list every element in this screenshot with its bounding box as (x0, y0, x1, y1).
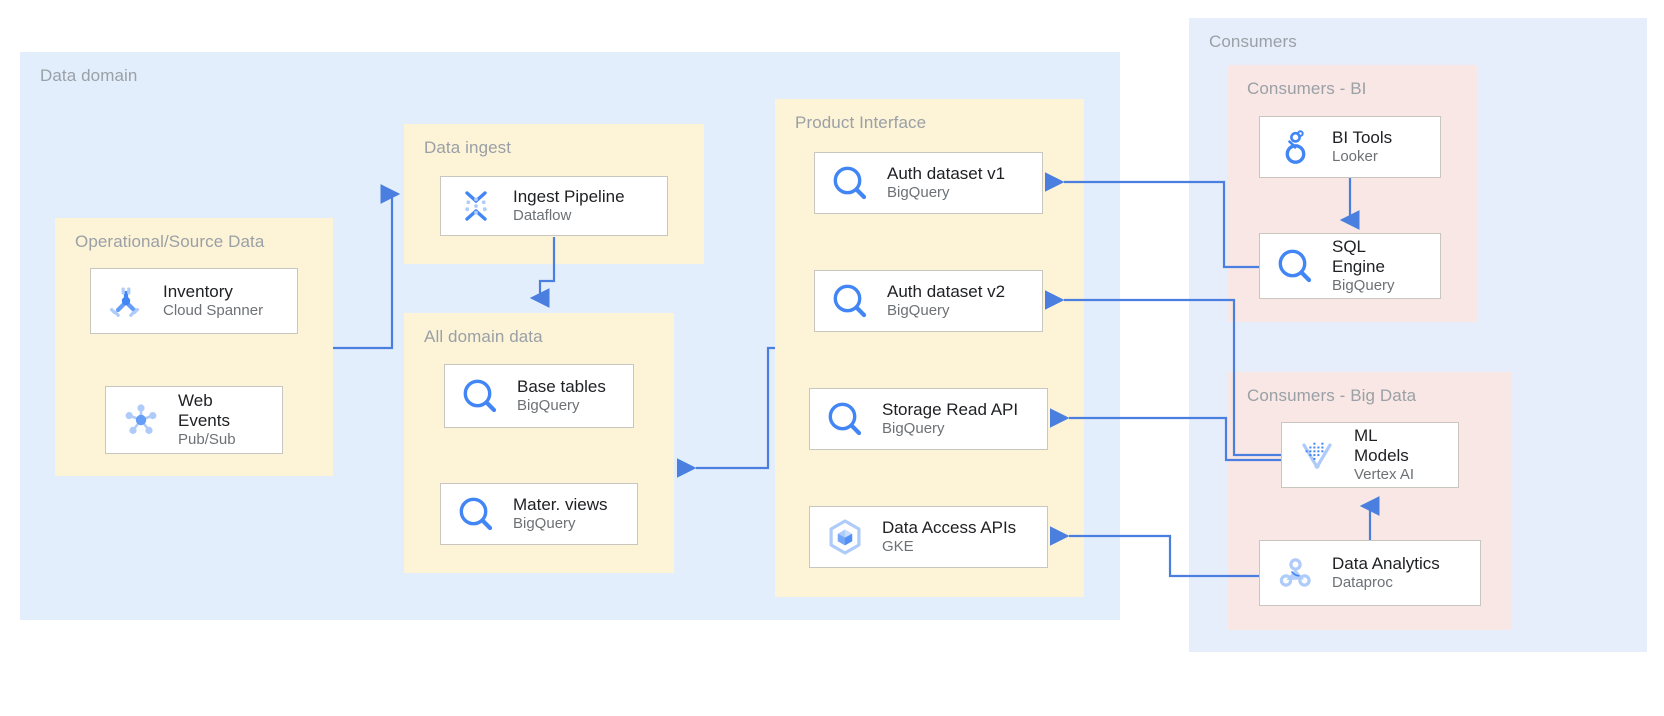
node-data-access-apis-sub: GKE (882, 538, 914, 556)
group-product-interface-label: Product Interface (795, 113, 927, 132)
vertex-ai-icon (1294, 432, 1340, 478)
node-storage-read-api-title: Storage Read API (882, 400, 1019, 420)
node-sql-engine[interactable]: SQL Engine BigQuery (1259, 233, 1441, 299)
node-ingest-pipeline-title: Ingest Pipeline (513, 187, 625, 207)
node-mater-views-sub: BigQuery (513, 515, 576, 533)
looker-icon (1272, 124, 1318, 170)
node-auth-dataset-v1[interactable]: Auth dataset v1 BigQuery (814, 152, 1043, 214)
dataflow-icon (453, 183, 499, 229)
node-data-access-apis-title: Data Access APIs (882, 518, 1017, 538)
node-inventory-title: Inventory (163, 282, 233, 302)
group-data-ingest-label: Data ingest (424, 138, 512, 157)
node-ingest-pipeline-sub: Dataflow (513, 207, 572, 225)
node-sql-engine-sub: BigQuery (1332, 277, 1395, 295)
node-base-tables-title: Base tables (517, 377, 606, 397)
node-storage-read-api[interactable]: Storage Read API BigQuery (809, 388, 1048, 450)
node-storage-read-api-sub: BigQuery (882, 420, 945, 438)
node-web-events-sub: Pub/Sub (178, 431, 236, 449)
group-consumers-bi-label: Consumers - BI (1247, 79, 1367, 98)
dataproc-icon (1272, 550, 1318, 596)
node-data-analytics[interactable]: Data Analytics Dataproc (1259, 540, 1481, 606)
node-web-events-title: Web Events (178, 391, 230, 431)
bigquery-icon (453, 491, 499, 537)
group-all-domain-data-label: All domain data (424, 327, 543, 346)
node-auth-dataset-v1-title: Auth dataset v1 (887, 164, 1006, 184)
node-ml-models-sub: Vertex AI (1354, 466, 1415, 484)
bigquery-icon (827, 160, 873, 206)
node-data-access-apis[interactable]: Data Access APIs GKE (809, 506, 1048, 568)
node-auth-dataset-v2[interactable]: Auth dataset v2 BigQuery (814, 270, 1043, 332)
node-ml-models-title: ML Models (1354, 426, 1409, 466)
cloud-spanner-icon (103, 278, 149, 324)
node-web-events[interactable]: Web Events Pub/Sub (105, 386, 283, 454)
node-bi-tools-title: BI Tools (1332, 128, 1393, 148)
node-base-tables[interactable]: Base tables BigQuery (444, 364, 634, 428)
bigquery-icon (822, 396, 868, 442)
node-auth-dataset-v2-title: Auth dataset v2 (887, 282, 1006, 302)
node-data-analytics-title: Data Analytics (1332, 554, 1440, 574)
node-mater-views[interactable]: Mater. views BigQuery (440, 483, 638, 545)
node-base-tables-sub: BigQuery (517, 397, 580, 415)
node-ingest-pipeline[interactable]: Ingest Pipeline Dataflow (440, 176, 668, 236)
bigquery-icon (1272, 243, 1318, 289)
node-bi-tools-sub: Looker (1332, 148, 1378, 166)
bigquery-icon (827, 278, 873, 324)
node-inventory[interactable]: Inventory Cloud Spanner (90, 268, 298, 334)
node-bi-tools[interactable]: BI Tools Looker (1259, 116, 1441, 178)
bigquery-icon (457, 373, 503, 419)
node-inventory-sub: Cloud Spanner (163, 302, 264, 320)
node-data-analytics-sub: Dataproc (1332, 574, 1393, 592)
pubsub-icon (118, 397, 164, 443)
node-sql-engine-title: SQL Engine (1332, 237, 1385, 277)
node-ml-models[interactable]: ML Models Vertex AI (1281, 422, 1459, 488)
group-data-domain-label: Data domain (40, 66, 138, 85)
group-consumers-label: Consumers (1209, 32, 1297, 51)
node-mater-views-title: Mater. views (513, 495, 608, 515)
group-consumers-big-data-label: Consumers - Big Data (1247, 386, 1417, 405)
node-auth-dataset-v1-sub: BigQuery (887, 184, 950, 202)
group-operational-source-label: Operational/Source Data (75, 232, 265, 251)
node-auth-dataset-v2-sub: BigQuery (887, 302, 950, 320)
gke-icon (822, 514, 868, 560)
